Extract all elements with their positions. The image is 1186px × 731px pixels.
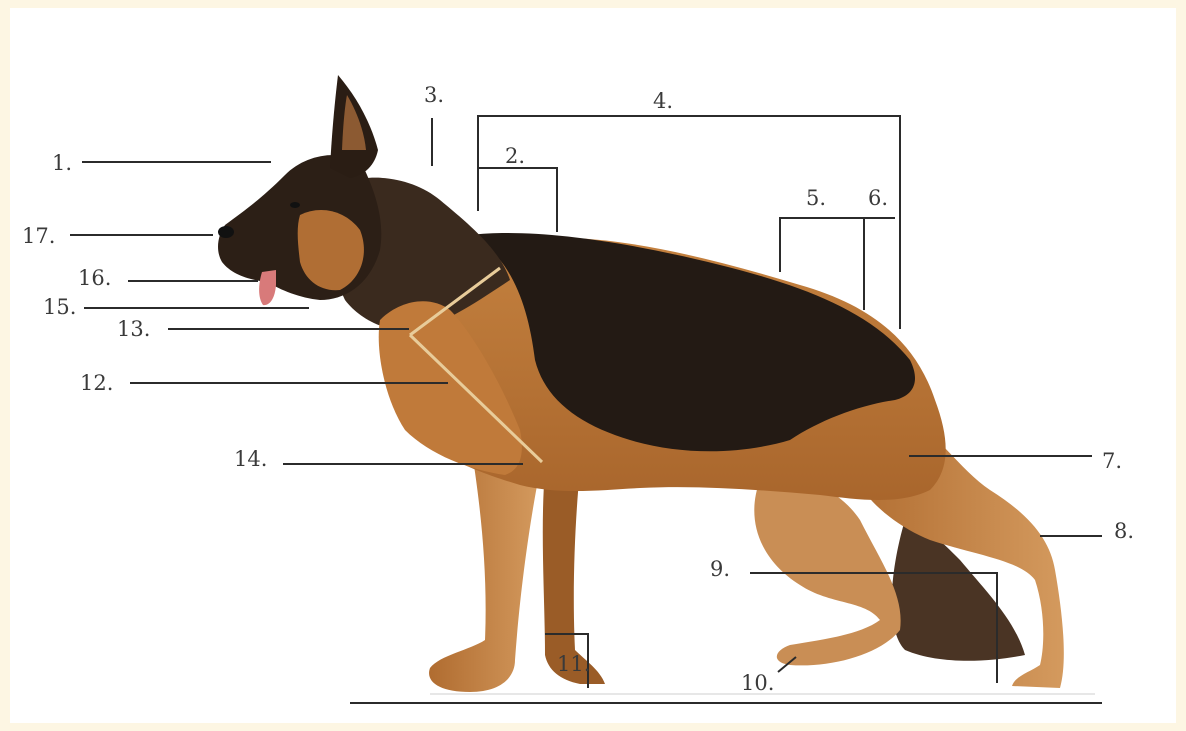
label-5: 5. [806, 186, 826, 210]
leader-line-9 [750, 572, 998, 683]
label-6: 6. [868, 186, 888, 210]
dog-front-leg-near [429, 440, 540, 692]
label-7: 7. [1102, 449, 1122, 473]
dog-saddle [470, 233, 915, 452]
dog-eye [290, 202, 300, 208]
label-8: 8. [1114, 519, 1134, 543]
dog-inner-ear [342, 95, 366, 150]
label-12: 12. [80, 371, 113, 395]
label-15: 15. [43, 295, 76, 319]
label-3: 3. [424, 83, 444, 107]
dog-chest [378, 301, 522, 475]
dog-upper-arm-line [408, 333, 544, 464]
leader-line-10 [777, 656, 797, 673]
leader-line-5-6 [779, 217, 895, 272]
leader-line-11 [545, 633, 589, 688]
dog-tongue [259, 270, 276, 306]
label-11: 11. [557, 652, 590, 676]
dog-face-tan [297, 210, 364, 291]
label-16: 16. [78, 266, 111, 290]
dog-front-leg-far [542, 470, 605, 684]
label-9: 9. [710, 557, 730, 581]
leader-lines [70, 115, 1102, 688]
label-14: 14. [234, 447, 267, 471]
dog-shoulder-line [409, 266, 501, 337]
leader-line-4 [477, 115, 901, 329]
german-shepherd-illustration [218, 75, 1064, 692]
label-17: 17. [22, 224, 55, 248]
anatomy-labels: 1. 2. 3. 4. 5. 6. 7. 8. 9. 10. 11. 12. 1… [22, 83, 1134, 695]
label-10: 10. [741, 671, 774, 695]
dog-far-hind-leg [754, 477, 901, 666]
label-2: 2. [505, 144, 525, 168]
dog-nose [218, 226, 234, 238]
label-13: 13. [117, 317, 150, 341]
label-1: 1. [52, 151, 72, 175]
leader-line-2 [478, 167, 558, 232]
dog-tail [891, 520, 1025, 661]
label-4: 4. [653, 89, 673, 113]
